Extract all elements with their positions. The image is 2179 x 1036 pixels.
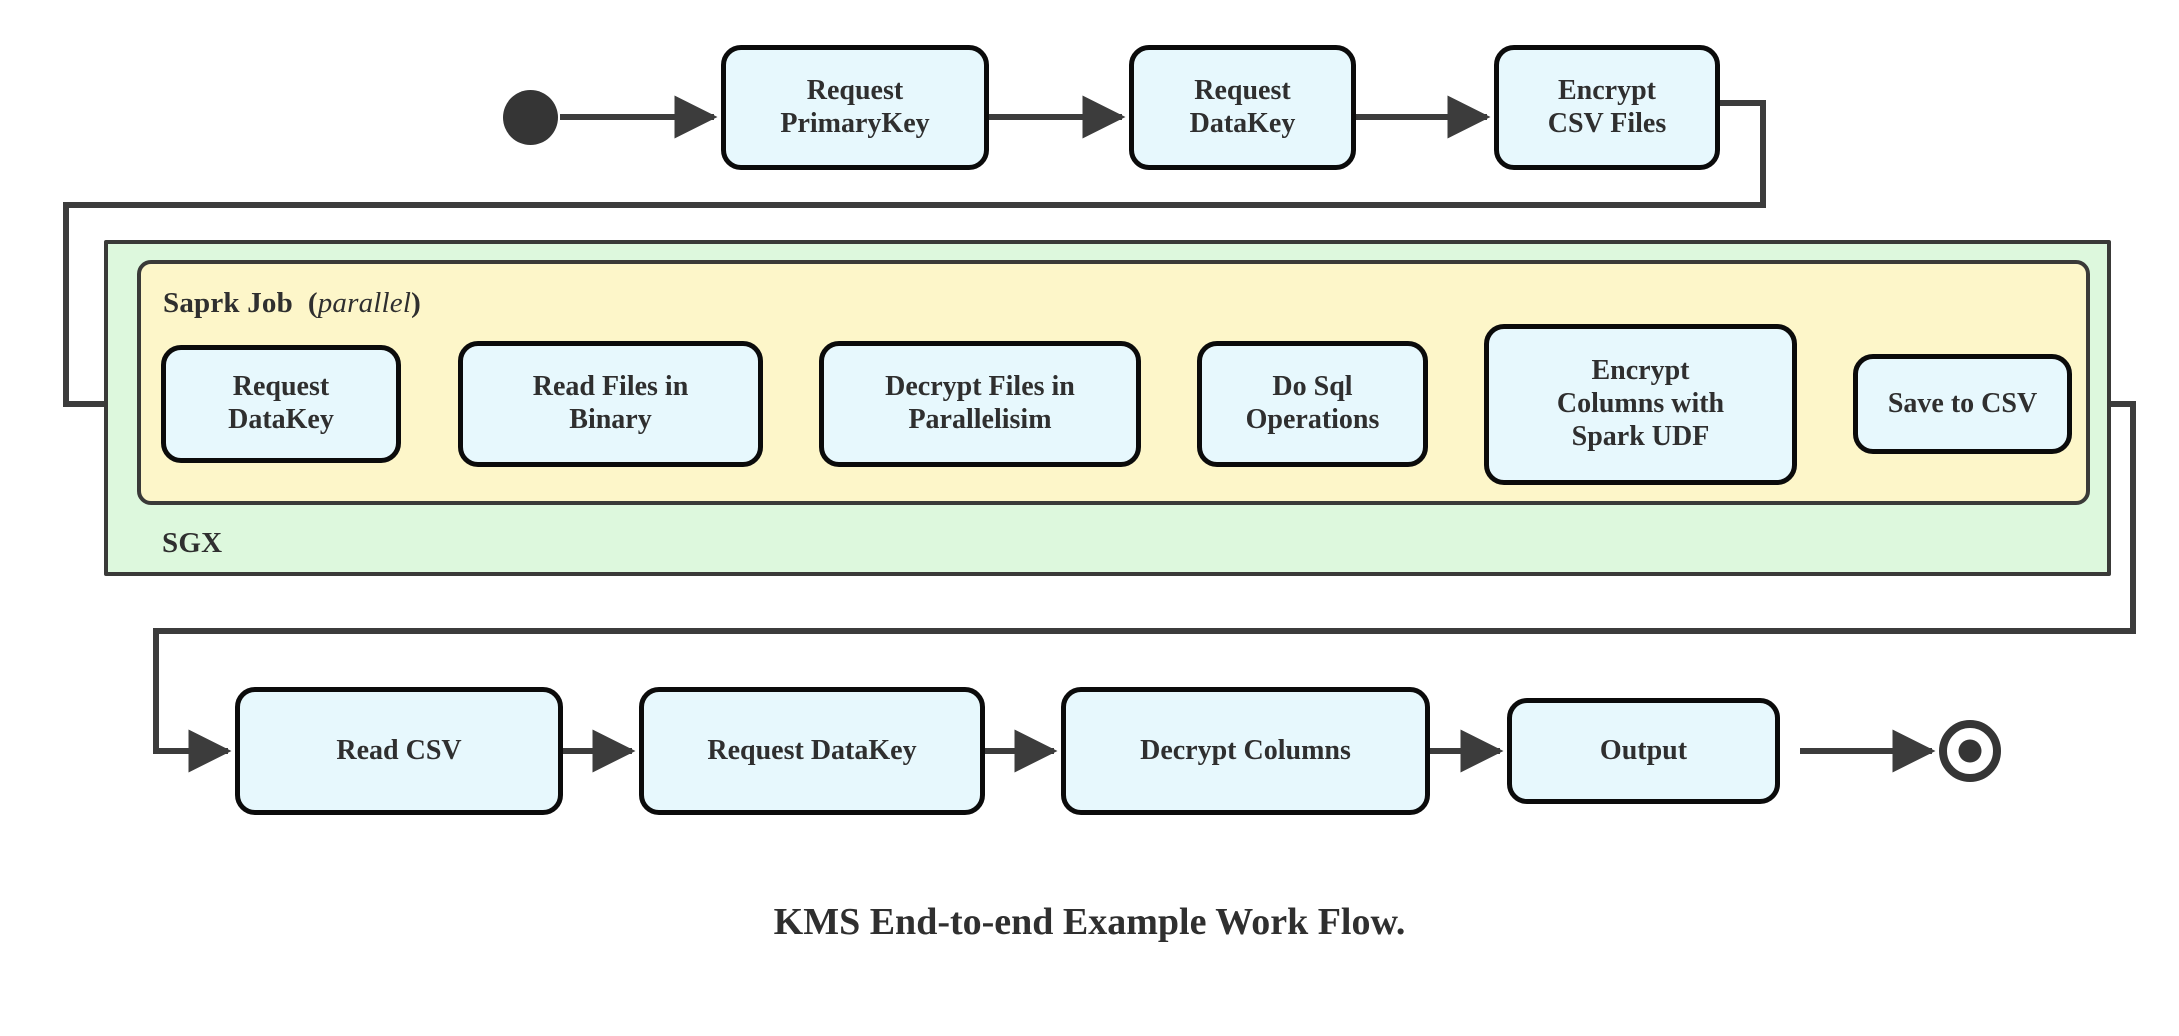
node-request-datakey-top[interactable]: Request DataKey (1129, 45, 1356, 170)
spark-job-modifier-open: ( (307, 287, 318, 319)
container-spark-job-label: Saprk Job (parallel) (163, 287, 421, 320)
start-node (503, 90, 558, 145)
node-request-datakey-bottom[interactable]: Request DataKey (639, 687, 985, 815)
node-read-csv[interactable]: Read CSV (235, 687, 563, 815)
container-sgx-label: SGX (162, 527, 222, 560)
end-node-inner (1958, 739, 1982, 763)
node-output[interactable]: Output (1507, 698, 1780, 804)
node-read-files-in-binary[interactable]: Read Files in Binary (458, 341, 763, 467)
end-node (1939, 720, 2001, 782)
node-encrypt-columns-with-spark-udf[interactable]: Encrypt Columns with Spark UDF (1484, 324, 1797, 485)
node-save-to-csv[interactable]: Save to CSV (1853, 354, 2072, 454)
diagram-caption: KMS End-to-end Example Work Flow. (773, 901, 1406, 943)
node-encrypt-csv-files[interactable]: Encrypt CSV Files (1494, 45, 1720, 170)
spark-job-modifier-close: ) (411, 287, 421, 319)
node-request-primarykey[interactable]: Request PrimaryKey (721, 45, 989, 170)
node-decrypt-columns[interactable]: Decrypt Columns (1061, 687, 1430, 815)
spark-job-modifier-word: parallel (317, 287, 412, 319)
node-request-datakey-spark[interactable]: Request DataKey (161, 345, 401, 463)
node-decrypt-files-in-parallelisim[interactable]: Decrypt Files in Parallelisim (819, 341, 1141, 467)
node-do-sql-operations[interactable]: Do Sql Operations (1197, 341, 1428, 467)
spark-job-label-text: Saprk Job (163, 287, 293, 319)
sgx-label-text: SGX (162, 527, 223, 559)
